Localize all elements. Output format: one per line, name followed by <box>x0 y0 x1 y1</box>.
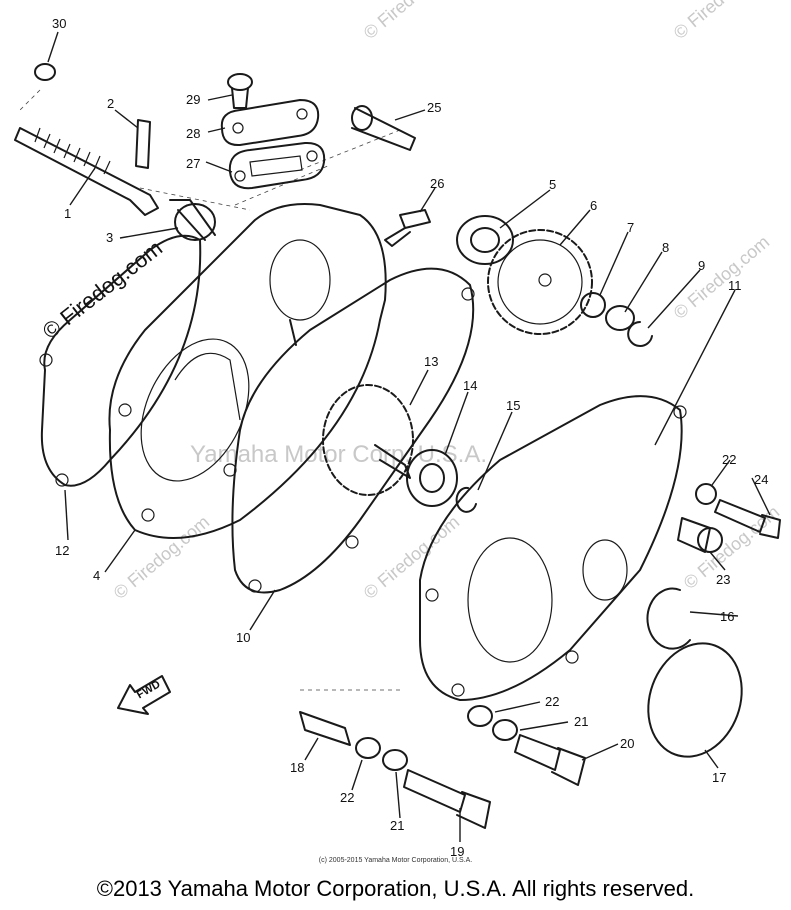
bolt-20 <box>514 734 586 786</box>
washer-8 <box>605 305 635 331</box>
callout-16: 16 <box>720 609 734 624</box>
bolt-29 <box>227 73 253 109</box>
callout-5: 5 <box>549 177 556 192</box>
callout-18: 18 <box>290 760 304 775</box>
callout-4: 4 <box>93 568 100 583</box>
watermark-firedog: © Firedog.com <box>360 0 463 43</box>
gear-6 <box>487 229 593 335</box>
watermark-firedog: © Firedog.com <box>670 0 773 43</box>
dowel-18 <box>299 711 351 746</box>
callout-12: 12 <box>55 543 69 558</box>
callout-6: 6 <box>590 198 597 213</box>
washer-30 <box>34 63 56 81</box>
callout-20: 20 <box>620 736 634 751</box>
gasket-12 <box>40 234 202 487</box>
callout-labels: 30 2 1 3 29 28 27 25 26 5 6 7 8 9 11 12 … <box>52 16 768 859</box>
crankcase-4 <box>108 203 387 539</box>
small-copyright: (c) 2005-2015 Yamaha Motor Corporation, … <box>318 857 473 864</box>
bolt-25 <box>351 105 416 151</box>
washer-7 <box>580 292 606 318</box>
bearing-5 <box>456 215 514 265</box>
callout-25: 25 <box>427 100 441 115</box>
callout-3: 3 <box>106 230 113 245</box>
callout-22: 22 <box>722 452 736 467</box>
footer-copyright: ©2013 Yamaha Motor Corporation, U.S.A. A… <box>96 876 695 901</box>
callout-21: 21 <box>390 818 404 833</box>
watermark-firedog: © Firedog.com <box>110 512 213 603</box>
exploded-parts-diagram: © Firedog.com © Firedog.com © Firedog.co… <box>14 0 783 859</box>
callout-11: 11 <box>728 278 742 293</box>
leader-lines <box>47 31 771 842</box>
callout-13: 13 <box>424 354 438 369</box>
worm-shaft-1 <box>14 127 159 216</box>
cover-11 <box>419 395 687 701</box>
fwd-arrow: FWD <box>117 675 171 715</box>
callout-2: 2 <box>107 96 114 111</box>
callout-26: 26 <box>430 176 444 191</box>
callout-7: 7 <box>627 220 634 235</box>
callout-15: 15 <box>506 398 520 413</box>
washer-22 <box>355 737 381 759</box>
washer-21 <box>382 749 408 771</box>
callout-22: 22 <box>545 694 559 709</box>
callout-27: 27 <box>186 156 200 171</box>
bushing-3 <box>169 199 216 241</box>
plate-28 <box>220 99 320 147</box>
circlip-15 <box>455 486 477 513</box>
watermark-yamaha: Yamaha Motor Corp. U.S.A. <box>190 441 487 468</box>
callout-9: 9 <box>698 258 705 273</box>
callout-10: 10 <box>236 630 250 645</box>
gasket-27 <box>228 141 326 190</box>
callout-14: 14 <box>463 378 477 393</box>
washer-22 <box>695 483 717 505</box>
callout-30: 30 <box>52 16 66 31</box>
callout-8: 8 <box>662 240 669 255</box>
callout-17: 17 <box>712 770 726 785</box>
gear-13 <box>322 384 414 496</box>
bearing-14 <box>406 449 458 507</box>
watermark-firedog: © Firedog.com <box>670 232 773 323</box>
callout-28: 28 <box>186 126 200 141</box>
alignment-line <box>19 89 401 691</box>
callout-29: 29 <box>186 92 200 107</box>
callout-21: 21 <box>574 714 588 729</box>
callout-22: 22 <box>340 790 354 805</box>
gasket-10 <box>231 267 475 594</box>
circlip-9 <box>627 321 653 347</box>
washer-22 <box>467 705 493 727</box>
bolt-19 <box>403 769 491 829</box>
washer-21 <box>492 719 518 741</box>
circlip-16 <box>646 587 691 650</box>
pin-2 <box>135 119 151 169</box>
callout-1: 1 <box>64 206 71 221</box>
bolt-26 <box>384 209 431 247</box>
callout-24: 24 <box>754 472 768 487</box>
bolt-24 <box>714 499 781 539</box>
o-ring-17 <box>647 642 743 758</box>
callout-23: 23 <box>716 572 730 587</box>
callout-19: 19 <box>450 844 464 859</box>
watermark-firedog: © Firedog.com <box>360 512 463 603</box>
